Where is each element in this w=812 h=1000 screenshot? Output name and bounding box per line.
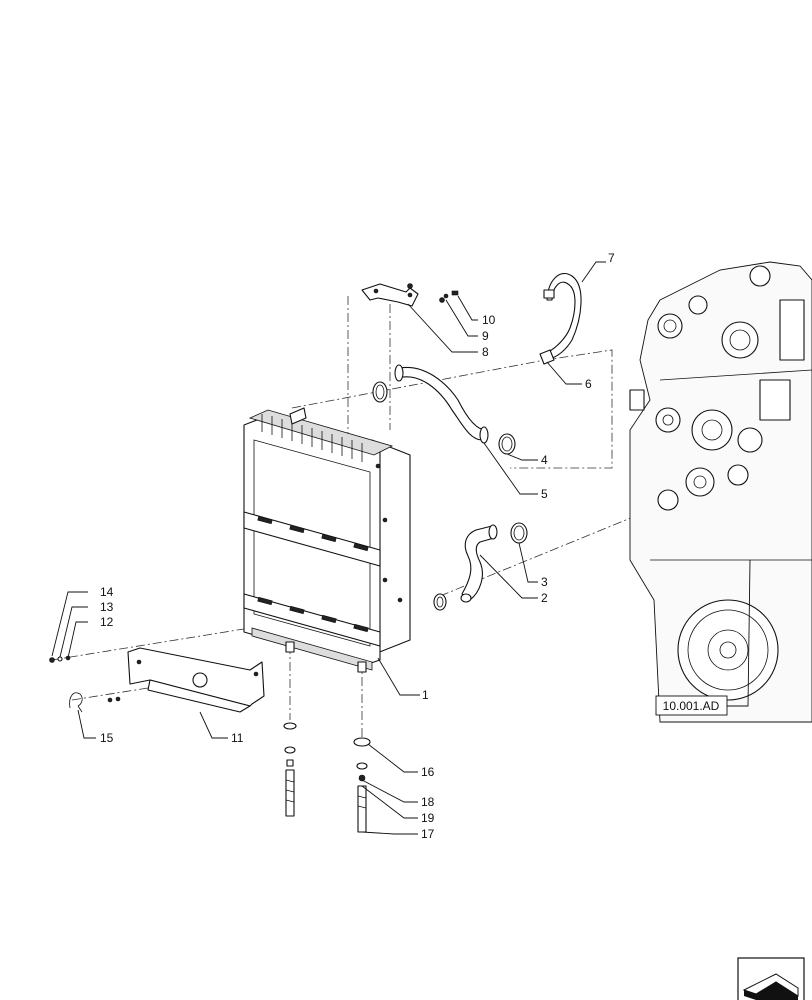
radiator — [243, 407, 411, 673]
leader-lines — [51, 261, 751, 835]
spring-clip — [69, 692, 83, 713]
mount-right — [353, 737, 371, 833]
pipe — [539, 273, 582, 365]
callout-17: 17 — [421, 827, 435, 841]
callout-1: 1 — [422, 688, 429, 702]
lower-bracket — [127, 647, 265, 713]
upper-clamps — [372, 381, 516, 455]
callout-9: 9 — [482, 329, 489, 343]
callout-2: 2 — [541, 591, 548, 605]
callout-10: 10 — [482, 313, 496, 327]
callout-12: 12 — [100, 615, 114, 629]
callout-19: 19 — [421, 811, 435, 825]
crossbar-slots — [257, 515, 369, 633]
callout-labels: 1 2 3 4 5 6 7 8 9 10 11 12 13 14 15 16 1… — [100, 251, 615, 841]
callout-8: 8 — [482, 345, 489, 359]
callout-7: 7 — [608, 251, 615, 265]
lower-clamps — [433, 522, 528, 611]
reference-label: 10.001.AD — [663, 699, 720, 713]
callout-16: 16 — [421, 765, 435, 779]
callout-14: 14 — [100, 585, 114, 599]
mount-left — [283, 722, 297, 817]
bracket-fasteners — [407, 283, 459, 303]
upper-hose — [394, 364, 489, 444]
reference-box[interactable]: 10.001.AD — [655, 695, 728, 716]
callout-11: 11 — [231, 731, 244, 745]
left-fasteners — [49, 655, 121, 703]
callout-4: 4 — [541, 453, 548, 467]
callout-3: 3 — [541, 575, 548, 589]
callout-5: 5 — [541, 487, 548, 501]
callout-6: 6 — [585, 377, 592, 391]
callout-15: 15 — [100, 731, 114, 745]
callout-18: 18 — [421, 795, 435, 809]
callout-13: 13 — [100, 600, 114, 614]
engine-block — [629, 261, 812, 723]
top-fins — [261, 414, 363, 462]
arrow-nav-icon[interactable] — [737, 957, 805, 1000]
lower-hose — [460, 524, 498, 603]
top-bracket — [361, 283, 419, 307]
